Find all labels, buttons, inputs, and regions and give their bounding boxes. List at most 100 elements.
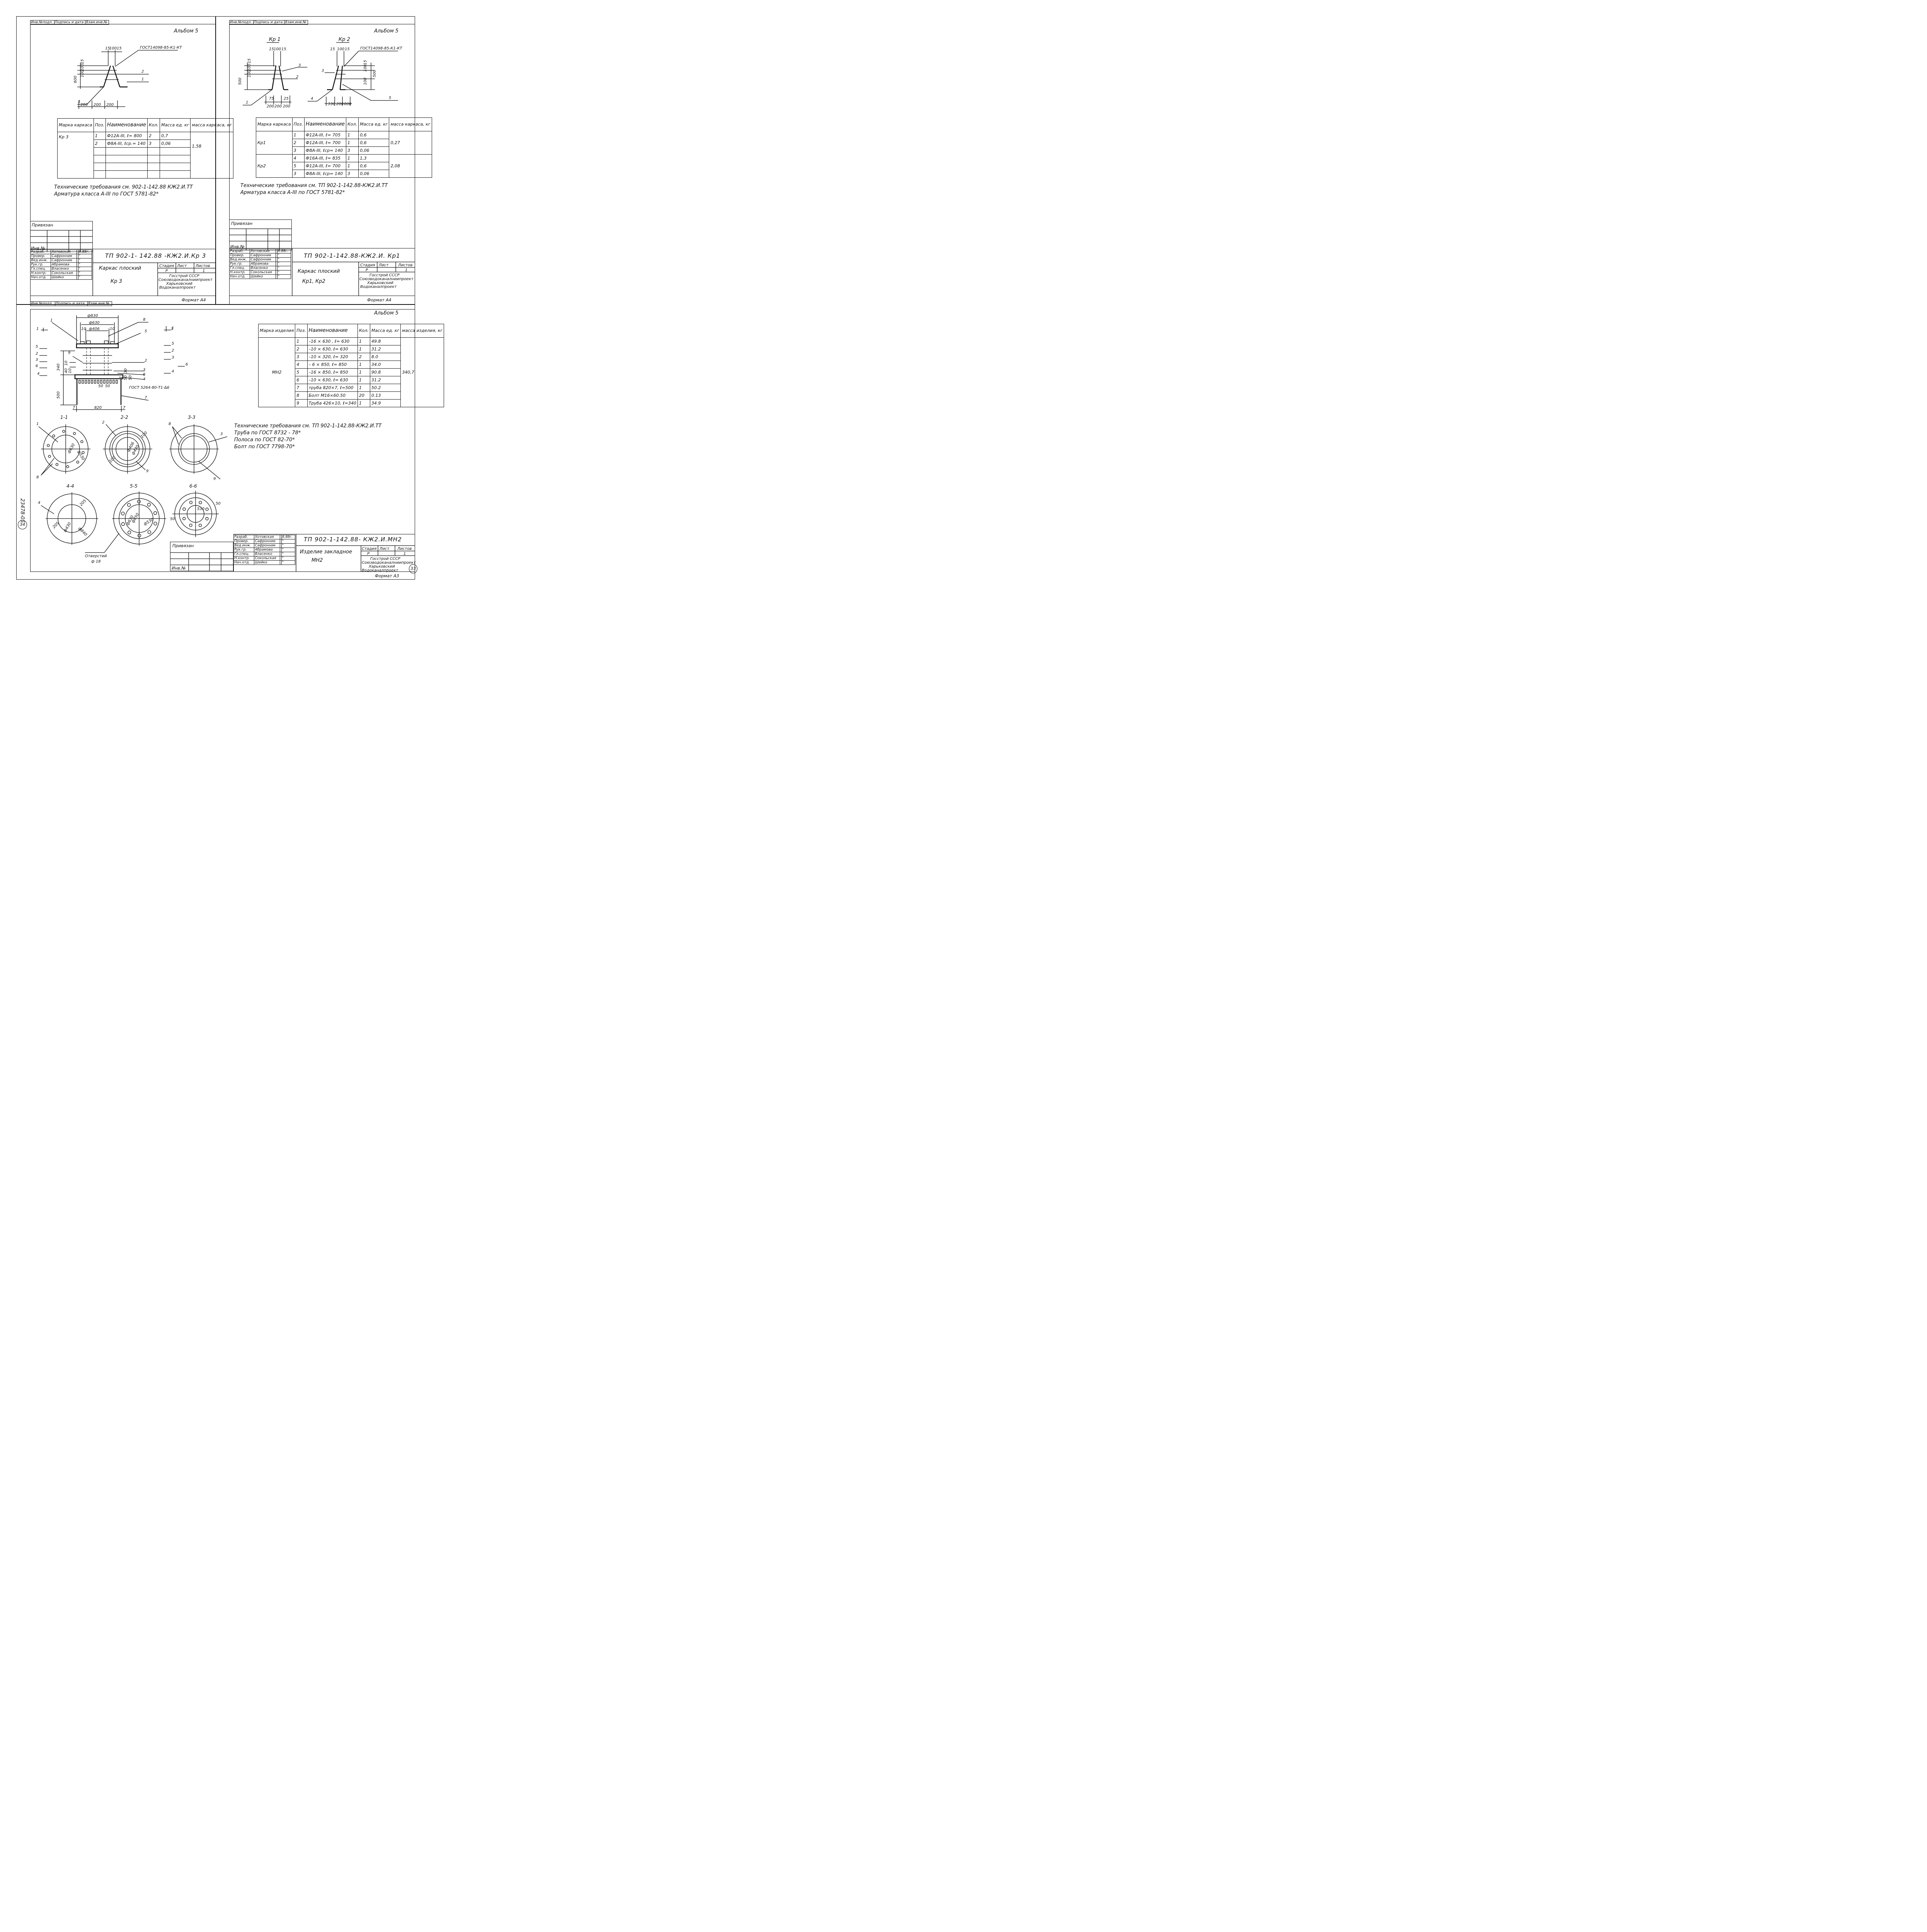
kr1-total: 0,27 <box>389 131 432 155</box>
mn2-name: Изделие закладное <box>300 549 352 555</box>
kr3-tb-lines <box>92 249 216 296</box>
bolt-hole <box>198 524 202 527</box>
kr3-drawing: 15 100 15 600 15 100 100 200 200 200 ГОС… <box>73 46 182 109</box>
section-5-5-label: 5-5 <box>130 483 138 489</box>
kr1-callout-1: 1 <box>246 100 248 105</box>
svg-text:200: 200 <box>336 102 344 106</box>
svg-text:6: 6 <box>186 362 188 367</box>
svg-text:1: 1 <box>36 422 39 426</box>
kr3-org-3: Водоканалпроект <box>159 286 196 290</box>
svg-text:6: 6 <box>36 364 38 368</box>
svg-text:3: 3 <box>172 355 174 360</box>
svg-text:4: 4 <box>172 369 174 374</box>
svg-text:500: 500 <box>238 78 242 85</box>
kr12-note-2: Арматура класса А-III по ГОСТ 5781-82* <box>240 190 345 196</box>
bolt-hole <box>52 434 55 437</box>
kr2-total: 2,08 <box>389 154 432 178</box>
svg-text:3: 3 <box>36 358 38 362</box>
svg-text:8: 8 <box>169 422 171 426</box>
svg-text:340: 340 <box>56 364 61 371</box>
kr12-listov-v: 1 <box>405 268 408 272</box>
page-circle-right: 33 <box>409 564 417 573</box>
kr3-stadia: Стадия <box>159 264 174 268</box>
kr3-dim-v2: 100 <box>80 64 85 71</box>
svg-text:100: 100 <box>274 47 281 51</box>
kr12-listov: Листов <box>398 263 413 267</box>
svg-text:530: 530 <box>197 507 204 511</box>
bolt-hole <box>137 500 141 503</box>
section-3-3-label: 3-3 <box>188 415 196 420</box>
svg-text:2: 2 <box>102 420 104 425</box>
mn2-weld-gost: ГОСТ 5264-80-Т1-∆6 <box>129 386 169 390</box>
svg-text:10: 10 <box>110 327 115 331</box>
kr3-privyazan: Привязан <box>32 223 53 228</box>
mn2-sections-row1: 1-1 ф630 ф530 1 8 2-2 ф406 ф430 100 100 … <box>36 415 228 481</box>
mn2-org-1: Союзводоканалниипроект <box>362 561 416 565</box>
kr1-label: Кр 1 <box>269 37 281 43</box>
svg-text:4: 4 <box>38 501 40 505</box>
svg-text:15: 15 <box>330 47 335 51</box>
kr12-tb-lines <box>292 248 415 296</box>
svg-text:100: 100 <box>247 64 252 71</box>
kr3-dim-v1: 15 <box>80 59 85 64</box>
kr2-label: Кр 2 <box>339 37 350 43</box>
svg-text:8: 8 <box>143 318 145 322</box>
svg-text:50: 50 <box>98 384 103 388</box>
kr3-mark: Кр 3 <box>57 132 94 179</box>
kr12-gost: ГОСТ14098-85-К1-КТ <box>360 46 402 51</box>
svg-text:15: 15 <box>345 47 350 51</box>
svg-text:100: 100 <box>247 70 252 77</box>
section-1-1-label: 1-1 <box>60 415 68 420</box>
kr3-dim-b3: 200 <box>106 103 114 107</box>
svg-text:15: 15 <box>281 47 286 51</box>
mn2-stadia-v: Р <box>367 552 370 556</box>
kr3-privyazan-grid <box>30 230 93 252</box>
svg-text:8: 8 <box>36 475 39 480</box>
kr3-dim-top-c: 15 <box>117 46 122 51</box>
sheet-number-vertical: 23478-05 <box>19 498 25 523</box>
bolt-hole <box>121 512 125 515</box>
bolt-hole <box>66 465 69 468</box>
kr3-listov-v: 1 <box>203 269 205 273</box>
svg-text:5: 5 <box>36 345 38 349</box>
kr12-org-0: Госстрой СССР <box>369 273 400 277</box>
album-label: Альбом 5 <box>174 28 199 34</box>
kr2-callout-4: 4 <box>311 97 313 101</box>
svg-text:7: 7 <box>145 396 147 400</box>
mn2-mark-title: МН2 <box>312 558 323 563</box>
mn2-section-marks-right: 1 5 2 3 6 4 <box>164 326 188 374</box>
kr3-note-1: Технические требования см. 902-1-142.88 … <box>54 184 193 190</box>
kr3-listov: Листов <box>196 264 210 268</box>
svg-text:330: 330 <box>328 102 335 106</box>
kr3-callout-2: 2 <box>141 70 144 74</box>
svg-text:800: 800 <box>344 102 351 106</box>
bolt-hole <box>82 451 85 454</box>
mn2-bolt-holes <box>47 430 209 537</box>
svg-text:50: 50 <box>105 384 110 388</box>
kr12-name: Каркас плоский <box>298 269 340 274</box>
mn2-listov-v: 1 <box>403 552 406 556</box>
svg-text:2: 2 <box>172 349 174 353</box>
svg-text:75: 75 <box>269 97 274 101</box>
svg-text:ф630: ф630 <box>89 321 100 325</box>
bolt-hole <box>76 461 79 464</box>
mn2-code: ТП 902-1-142.88- КЖ2.И.МН2 <box>304 536 402 543</box>
kr12-mark-title: Кр1, Кр2 <box>302 279 325 284</box>
svg-text:50: 50 <box>128 375 133 380</box>
mn2-inv: Инв.№ <box>172 566 186 571</box>
svg-text:7: 7 <box>123 406 126 410</box>
mn2-privyazan: Привязан <box>172 543 194 548</box>
kr3-callout-1b: 1 <box>78 100 80 104</box>
bolt-hole <box>137 534 141 537</box>
kr3-org-0: Госстрой СССР <box>169 274 199 278</box>
mn2-org-2: Харьковский <box>369 565 395 569</box>
kr3-dim-h: 600 <box>73 76 78 83</box>
kr3-h-total: масса каркаса, кг <box>190 118 233 132</box>
svg-text:100: 100 <box>363 65 368 72</box>
mn2-note-2: Труба по ГОСТ 8732 - 78* <box>234 430 301 436</box>
bolt-hole <box>62 430 65 433</box>
bolt-hole <box>80 440 83 443</box>
kr3-list: Лист <box>177 264 187 268</box>
